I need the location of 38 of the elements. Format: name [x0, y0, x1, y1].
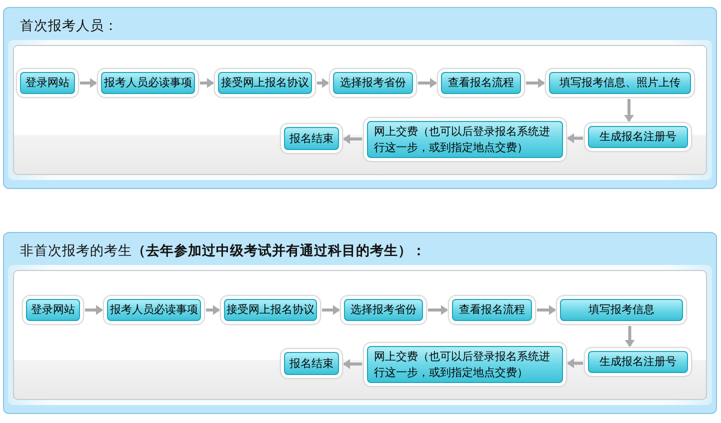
step-box: 选择报考省份 — [333, 72, 413, 94]
arrow — [322, 305, 340, 315]
step-box: 报名结束 — [284, 352, 339, 375]
step-box: 网上交费（也可以后登录报名系统进行这一步，或到指定地点交费） — [367, 121, 563, 158]
step-box: 选择报考省份 — [344, 299, 423, 321]
arrow — [624, 326, 635, 347]
step-box: 接受网上报名协议 — [224, 299, 317, 321]
arrow — [428, 305, 448, 315]
step-box: 查看报名流程 — [452, 299, 532, 321]
step-box: 报考人员必读事项 — [107, 299, 201, 321]
arrow — [85, 305, 103, 315]
arrow — [200, 78, 214, 88]
arrow — [418, 78, 437, 88]
arrow — [343, 359, 362, 369]
arrow — [567, 358, 583, 368]
section-panel — [3, 7, 717, 189]
step-box: 查看报名流程 — [441, 72, 521, 94]
step-box: 网上交费（也可以后登录报名系统进行这一步，或到指定地点交费） — [367, 346, 563, 383]
arrow — [317, 78, 329, 88]
arrow — [567, 133, 583, 144]
step-box: 生成报名注册号 — [588, 126, 688, 148]
section-title: 非首次报考的考生（去年参加过中级考试并有通过科目的考生）： — [20, 243, 426, 259]
arrow — [206, 305, 220, 315]
arrow — [526, 78, 545, 88]
step-box: 生成报名注册号 — [588, 351, 688, 373]
step-box: 登录网站 — [26, 299, 80, 321]
step-box: 报考人员必读事项 — [101, 72, 195, 94]
arrow — [80, 78, 97, 88]
arrow — [537, 305, 556, 315]
step-box: 填写报考信息 — [560, 299, 683, 321]
section-title: 首次报考人员： — [20, 18, 118, 34]
step-box: 接受网上报名协议 — [218, 72, 312, 94]
arrow — [343, 134, 362, 144]
step-box: 报名结束 — [284, 127, 339, 150]
step-box: 填写报考信息、照片上传 — [549, 72, 691, 94]
step-box: 登录网站 — [20, 72, 75, 94]
section-panel — [3, 232, 717, 414]
arrow — [624, 99, 634, 122]
